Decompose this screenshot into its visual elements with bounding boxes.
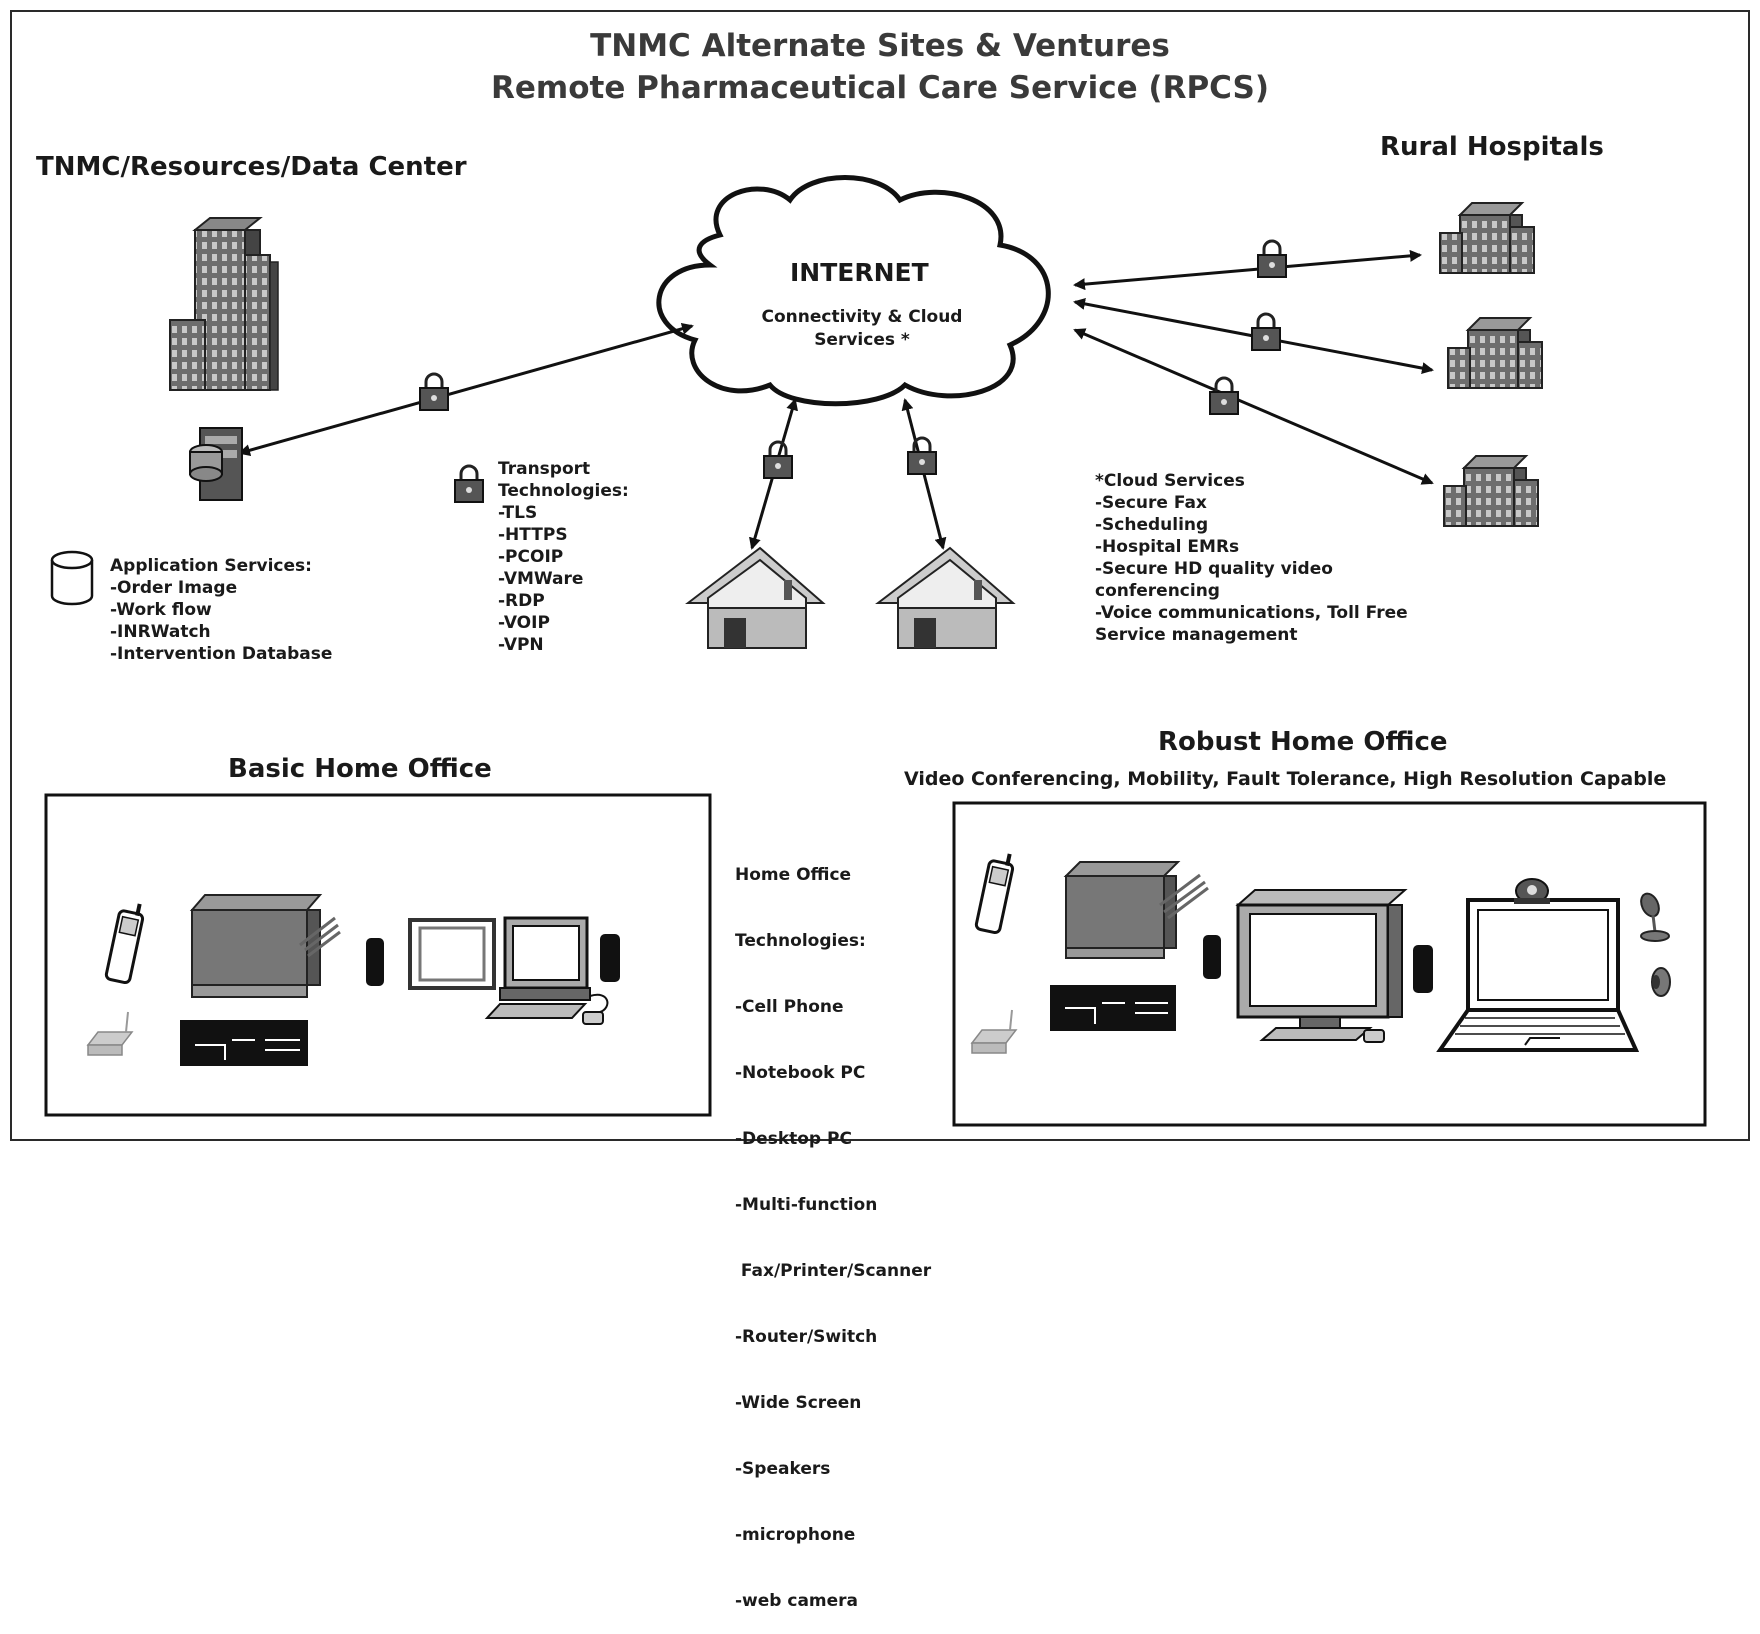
list-item: conferencing xyxy=(1095,581,1220,601)
cloud-services-list: *Cloud Services -Secure Fax -Scheduling … xyxy=(1095,470,1408,646)
list-item: -RDP xyxy=(498,591,545,611)
list-item: -PCOIP xyxy=(498,547,564,567)
home-office-technologies-list: Home Office Technologies: -Cell Phone -N… xyxy=(735,820,931,1634)
list-item: -Order Image xyxy=(110,578,238,598)
lock-icon xyxy=(1251,312,1281,351)
data-center-building-icon xyxy=(169,217,279,391)
list-item: -VMWare xyxy=(498,569,584,589)
list-item: -HTTPS xyxy=(498,525,568,545)
internet-label: INTERNET xyxy=(790,258,929,287)
lock-icon xyxy=(763,440,793,479)
cell-phone-icon xyxy=(104,903,145,985)
list-item: -TLS xyxy=(498,503,538,523)
list-item: -Voice communications, Toll Free xyxy=(1095,603,1408,623)
cloud-subtitle-line2: Services * xyxy=(814,330,910,350)
web-camera-icon xyxy=(1514,878,1550,904)
diagram-title-line2: Remote Pharmaceutical Care Service (RPCS… xyxy=(491,70,1269,106)
server-icon xyxy=(189,427,243,501)
lock-icon xyxy=(1209,376,1239,415)
router-switch-icon xyxy=(1050,985,1176,1031)
lock-icon xyxy=(419,372,449,411)
notebook-pc-icon xyxy=(408,918,496,990)
hospital-building-icon xyxy=(1447,317,1543,389)
speaker-icon xyxy=(1203,935,1221,979)
robust-home-office-heading: Robust Home Office xyxy=(1158,727,1448,757)
desktop-pc-icon xyxy=(484,916,609,1025)
data-center-heading: TNMC/Resources/Data Center xyxy=(36,152,467,182)
list-item: Technologies: xyxy=(735,931,866,951)
fax-printer-scanner-icon xyxy=(189,894,341,998)
cloud-subtitle-line1: Connectivity & Cloud xyxy=(761,307,963,327)
list-item: -Router/Switch xyxy=(735,1327,878,1347)
transport-technologies-list: Transport Technologies: -TLS -HTTPS -PCO… xyxy=(498,458,629,656)
transport-heading-line1: Transport xyxy=(498,459,591,479)
diagram-artwork xyxy=(44,175,1707,1127)
list-item: -VOIP xyxy=(498,613,550,633)
list-item: *Cloud Services xyxy=(1095,471,1245,491)
list-item: -Cell Phone xyxy=(735,997,844,1017)
notebook-pc-icon xyxy=(1436,898,1640,1052)
link-internet-hospital-1 xyxy=(1073,249,1422,291)
list-item: -Secure HD quality video xyxy=(1095,559,1333,579)
list-item: -web camera xyxy=(735,1591,859,1611)
application-services-heading: Application Services: xyxy=(110,556,312,576)
diagram-frame xyxy=(10,10,1750,1141)
list-item: -Speakers xyxy=(735,1459,831,1479)
list-item: -VPN xyxy=(498,635,544,655)
link-datacenter-internet xyxy=(238,322,694,457)
router-icon xyxy=(970,1009,1018,1054)
list-item: -Work flow xyxy=(110,600,212,620)
list-item: -Intervention Database xyxy=(110,644,333,664)
lock-icon xyxy=(454,464,484,503)
list-item: -Secure Fax xyxy=(1095,493,1207,513)
transport-heading-line2: Technologies: xyxy=(498,481,629,501)
link-internet-hospital-3 xyxy=(1073,328,1434,485)
list-item: -Notebook PC xyxy=(735,1063,866,1083)
list-item: -Hospital EMRs xyxy=(1095,537,1240,557)
diagram-title-line1: TNMC Alternate Sites & Ventures xyxy=(590,28,1170,64)
speaker-icon xyxy=(600,934,620,982)
database-icon xyxy=(50,550,94,606)
speaker-icon xyxy=(1413,945,1433,993)
list-item: -INRWatch xyxy=(110,622,211,642)
hospital-building-icon xyxy=(1439,202,1535,274)
lock-icon xyxy=(1257,239,1287,278)
robust-home-office-box xyxy=(952,801,1707,1127)
cell-phone-icon xyxy=(974,853,1015,935)
speaker-icon xyxy=(1651,967,1671,997)
home-office-house-icon xyxy=(875,546,1016,649)
wide-screen-monitor-icon xyxy=(1235,889,1408,1043)
fax-printer-scanner-icon xyxy=(1063,861,1209,959)
home-office-house-icon xyxy=(685,546,826,649)
robust-home-office-subheading: Video Conferencing, Mobility, Fault Tole… xyxy=(904,768,1667,790)
list-item: Fax/Printer/Scanner xyxy=(735,1261,932,1281)
list-item: -Multi-function xyxy=(735,1195,878,1215)
basic-home-office-box xyxy=(44,793,712,1117)
list-item: -microphone xyxy=(735,1525,856,1545)
internet-cloud-icon xyxy=(656,175,1051,407)
list-item: -Desktop PC xyxy=(735,1129,852,1149)
speaker-icon xyxy=(366,938,384,986)
router-icon xyxy=(86,1011,134,1056)
rural-hospitals-heading: Rural Hospitals xyxy=(1380,132,1604,162)
list-item: -Scheduling xyxy=(1095,515,1209,535)
list-item: -Wide Screen xyxy=(735,1393,862,1413)
router-switch-icon xyxy=(180,1020,308,1066)
hospital-building-icon xyxy=(1443,455,1539,527)
list-item: Home Office xyxy=(735,865,852,885)
application-services-list: Application Services: -Order Image -Work… xyxy=(110,555,332,665)
microphone-icon xyxy=(1640,892,1670,942)
list-item: Service management xyxy=(1095,625,1298,645)
lock-icon xyxy=(907,436,937,475)
basic-home-office-heading: Basic Home Office xyxy=(228,754,492,784)
